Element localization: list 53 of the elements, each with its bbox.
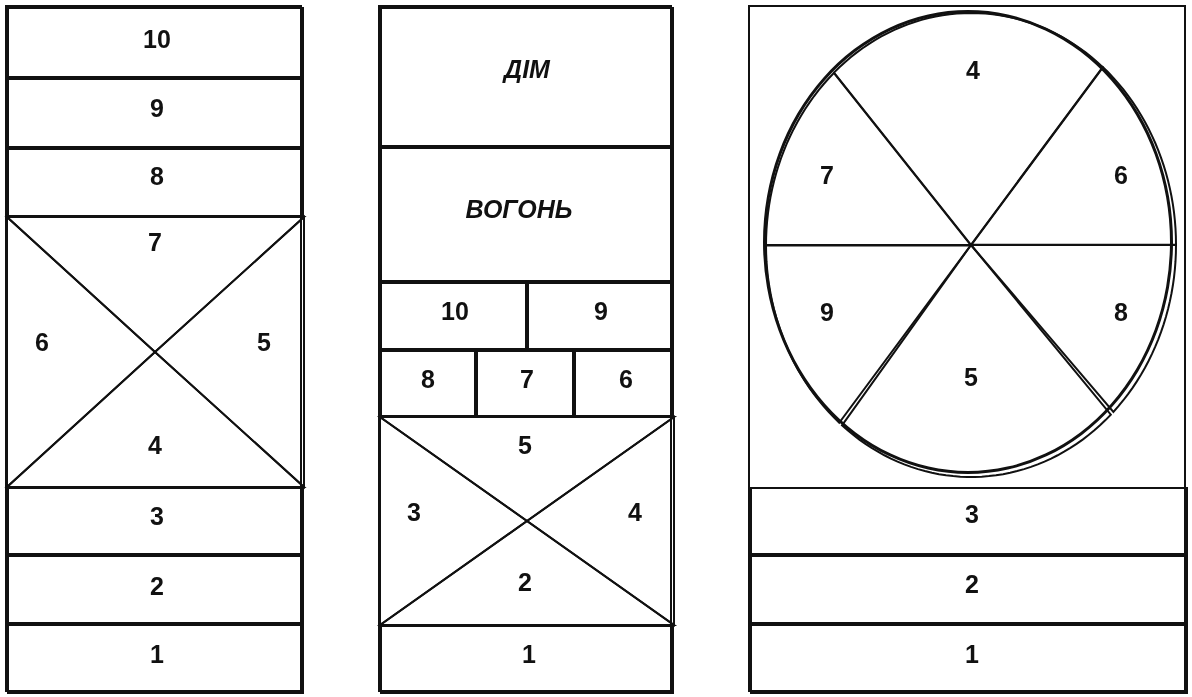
band-section — [380, 282, 527, 350]
section-number: 7 — [148, 229, 162, 255]
section-number: 2 — [150, 573, 164, 599]
section-number: 5 — [964, 364, 978, 390]
band-section — [380, 625, 674, 694]
section-number: 8 — [1114, 299, 1128, 325]
section-number: 5 — [257, 329, 271, 355]
panel-frame — [748, 5, 1186, 692]
section-number: 6 — [35, 329, 49, 355]
band-section — [380, 7, 674, 147]
section-number: 4 — [966, 57, 980, 83]
band-section — [7, 148, 304, 217]
section-number: 7 — [820, 162, 834, 188]
section-number: 1 — [965, 641, 979, 667]
band-section — [7, 7, 304, 78]
band-section — [7, 624, 304, 694]
section-number: 7 — [520, 366, 534, 392]
section-number: 9 — [150, 95, 164, 121]
band-section — [7, 487, 304, 555]
section-number: 5 — [518, 432, 532, 458]
band-section — [7, 78, 304, 148]
section-number: 3 — [407, 499, 421, 525]
section-number: 8 — [421, 366, 435, 392]
section-number: 6 — [1114, 162, 1128, 188]
triangle-section — [7, 352, 304, 487]
band-section — [750, 624, 1188, 694]
section-number: 8 — [150, 163, 164, 189]
band-section — [380, 147, 674, 282]
band-section — [750, 555, 1188, 624]
section-number: 4 — [628, 499, 642, 525]
sector-section — [833, 13, 1103, 245]
section-number: 2 — [518, 569, 532, 595]
band-section — [750, 487, 1188, 555]
section-number: 9 — [594, 298, 608, 324]
section-number: 10 — [441, 298, 469, 324]
section-number: 3 — [150, 503, 164, 529]
section-number: 2 — [965, 571, 979, 597]
section-number: 4 — [148, 432, 162, 458]
section-number: 6 — [619, 366, 633, 392]
triangle-section — [380, 521, 674, 625]
section-label: ДІМ — [504, 56, 550, 82]
sector-section — [842, 245, 1111, 477]
section-number: 9 — [820, 299, 834, 325]
band-section — [476, 350, 574, 417]
section-number: 10 — [143, 26, 171, 52]
band-section — [380, 350, 476, 417]
section-number: 1 — [522, 641, 536, 667]
section-label: ВОГОНЬ — [465, 196, 573, 222]
band-section — [574, 350, 674, 417]
section-number: 3 — [965, 501, 979, 527]
band-section — [7, 555, 304, 624]
section-number: 1 — [150, 641, 164, 667]
band-section — [527, 282, 674, 350]
